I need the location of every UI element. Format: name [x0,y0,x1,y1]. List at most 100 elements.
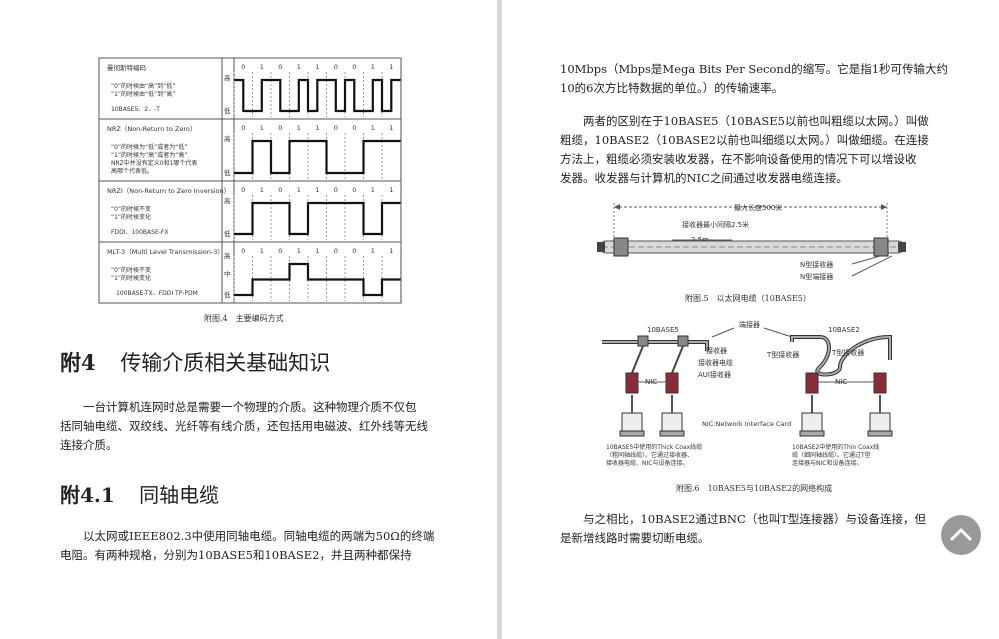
bit-label: 1 [260,63,264,71]
connector-label: N型接收器 [800,260,833,269]
network-topology-figure: 10BASE5 10BASE2 端接器 接收器 接收器电缆 AUI接收器 NIC… [602,320,893,467]
fig6-note-right: 10BASE2中使用的Thin Coax线 [792,443,879,451]
text-line: 两者的区别在于10BASE5（10BASE5以前也叫粗缆以太网。）叫做 [583,114,929,128]
level-label: 低 [224,229,231,238]
bit-label: 1 [371,186,375,194]
bnc-paragraph: 与之相比，10BASE2通过BNC（也叫T型连接器）与设备连接，但 是新增线路时… [560,510,926,548]
fig6-note-right: 缆（细同轴线缆）。它通过T型 [792,451,871,459]
encoding-title: NRZI（Non-Return to Zero Inversion） [107,187,230,195]
bit-label: 0 [278,124,282,132]
bit-label: 1 [315,124,319,132]
chevron-up-icon [950,528,972,541]
bit-label: 0 [352,124,356,132]
bit-label: 1 [371,63,375,71]
encoding-title: 曼彻斯特编码 [107,63,147,72]
left-page: 曼彻斯特编码“0”的时候由“高”到“低”“1”的时候由“低”到“高”10BASE… [0,0,497,639]
bit-label: 1 [371,247,375,255]
intro-paragraph: 一台计算机连网时总是需要一个物理的介质。这种物理介质不仅包 括同轴电缆、双绞线、… [60,398,428,455]
level-label: 高 [224,73,231,82]
nrzi-waveform [234,201,401,236]
encoding-description: “1”的时候变化 [111,274,151,282]
bit-label: 0 [278,186,282,194]
bit-label: 0 [241,186,245,194]
text-line: 是新增线路时需要切断电缆。 [560,531,710,545]
encoding-description: “1”的时候变化 [111,213,151,221]
level-label: 高 [224,196,231,205]
bit-label: 1 [297,63,301,71]
encoding-figure: 曼彻斯特编码“0”的时候由“高”到“低”“1”的时候由“低”到“高”10BASE… [98,57,402,304]
bit-label: 1 [315,247,319,255]
bit-label: 0 [241,247,245,255]
encoding-description: “1”的时候由“低”到“高” [111,90,175,98]
encoding-description: “1”的时候为“高”或者为“高” [111,151,187,159]
bit-label: 0 [278,247,282,255]
encoding-description: “0”的时候不变 [111,205,151,213]
encoding-title: MLT-3（Multi Level Transmission-3） [107,248,224,256]
encoding-title: NRZ（Non-Return to Zero） [107,125,196,133]
level-label: 低 [224,106,231,115]
gap-label: 2.5m [691,236,709,244]
subsection-title: 同轴电缆 [139,483,220,507]
text-line: 10Mbps（Mbps是Mega Bits Per Second的缩写。它是指1… [560,62,949,76]
bit-label: 0 [241,124,245,132]
10base2-title: 10BASE2 [828,326,860,334]
bit-label: 1 [315,63,319,71]
nic-label-2: NIC [835,378,847,386]
bit-label: 1 [260,124,264,132]
mlt3-waveform [234,262,401,297]
t-connector-label-2: T型接收器 [831,348,864,357]
bit-label: 1 [389,186,393,194]
bit-label: 1 [389,247,393,255]
bit-label: 0 [352,63,356,71]
text-line: 电阻。有两种规格，分别为10BASE5和10BASE2，并且两种都保持 [60,548,412,562]
nic-label: NIC [645,378,657,386]
nic-definition-label: NIC:Network Interface Card [702,420,791,428]
fig6-label: 接收器 [706,346,727,355]
section-heading: 附4 传输介质相关基础知识 [60,347,330,377]
bit-label: 1 [389,63,393,71]
bit-label: 1 [297,247,301,255]
bit-label: 0 [241,63,245,71]
bit-label: 0 [352,186,356,194]
text-line: 括同轴电缆、双绞线、光纤等有线介质，还包括用电磁波、红外线等无线 [60,419,428,433]
bit-label: 1 [260,247,264,255]
terminator-label: N型端接器 [800,272,833,281]
text-line: 方法上，粗缆必须安装收发器，在不影响设备使用的情况下可以增设收 [560,152,917,166]
page-gutter [497,0,502,639]
bit-label: 1 [389,124,393,132]
subsection-number: 附4.1 [60,483,115,507]
coax-paragraph: 以太网或IEEE802.3中使用同轴电缆。同轴电缆的两端为50Ω的终端 电阻。有… [60,527,434,565]
ethernet-cable-figure: 最大长度500米 接收器最小间隔2.5米 2.5m N型接收器 N型端接器 [597,203,906,281]
level-label: 高 [224,251,231,260]
text-line: 发器。收发器与计算机的NIC之间通过收发器电缆连接。 [560,171,848,185]
10base5-title: 10BASE5 [647,326,679,334]
terminator-label: 端接器 [739,320,760,329]
text-line: 连接介质。 [60,438,118,452]
encoding-description: “0”的时候不变 [111,266,151,274]
subsection-heading: 附4.1 同轴电缆 [60,479,219,508]
figure-4-caption: 附图.4 主要编码方式 [204,314,284,323]
text-line: 10的6次方比特数据的单位。）的传输速率。 [560,81,784,95]
figure-5-caption: 附图.5 以太网电缆（10BASE5） [685,294,811,303]
encoding-description: “0”的时候为“低”或者为“低” [111,143,187,151]
encoding-standard: 100BASE-TX、FDDI TP-PDM [116,290,198,297]
section-title: 传输介质相关基础知识 [120,351,331,375]
cable-difference-paragraph: 两者的区别在于10BASE5（10BASE5以前也叫粗缆以太网。）叫做 粗缆，1… [560,112,929,188]
max-length-label: 最大长度500米 [734,203,782,212]
bit-label: 0 [278,63,282,71]
bit-label: 1 [260,186,264,194]
scroll-to-top-button[interactable] [941,515,981,555]
level-label: 中 [224,269,231,278]
text-line: 以太网或IEEE802.3中使用同轴电缆。同轴电缆的两端为50Ω的终端 [83,529,435,543]
fig6-note-left: 接收器电缆、NIC与设备连接。 [606,459,688,467]
bit-label: 1 [297,186,301,194]
right-page: 10Mbps（Mbps是Mega Bits Per Second的缩写。它是指1… [502,0,999,639]
level-label: 低 [224,168,231,177]
section-number: 附4 [60,350,96,375]
encoding-standard: FDDI、100BASE-FX [111,229,168,236]
fig6-note-left: （粗同轴线缆）。它通过接收器、 [606,451,693,459]
fig6-note-left: 10BASE5中使用的Thick Coax线缆 [606,443,702,451]
bit-label: 1 [297,124,301,132]
nrz-waveform [234,139,401,175]
encoding-description: “0”的时候由“高”到“低” [111,82,175,90]
